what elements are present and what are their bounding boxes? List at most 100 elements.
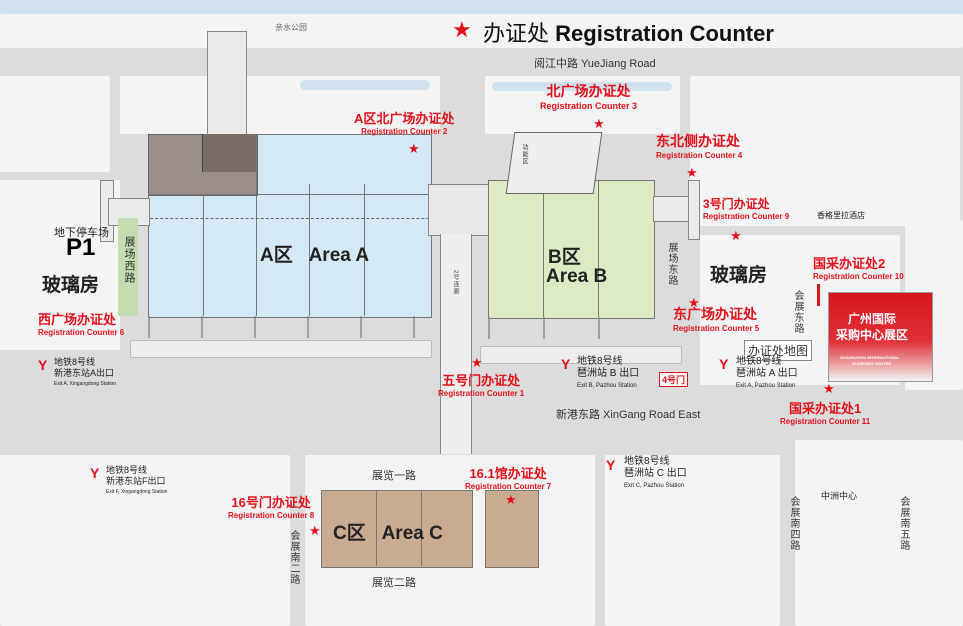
metro-pazhou-b-name: 琶洲站 B 出口 <box>577 368 640 379</box>
glasshouse-east: 玻璃房 <box>710 265 768 286</box>
counter-2-en: Registration Counter 2 <box>361 127 448 136</box>
area-a-roof-block-2 <box>202 134 257 172</box>
header-title-cn: 办证处 <box>483 21 550 46</box>
metro-pazhou-b: 地铁8号线 琶洲站 B 出口 Exit B, Pazhou Station <box>577 356 639 392</box>
huizhan-s5-road-label: 会展南五路 <box>898 496 909 551</box>
parking-label: 地下停车场 <box>54 227 109 239</box>
star-icon: ★ <box>309 523 321 538</box>
metro-xingangdong-f-en: Exit F, Xingangdong Station <box>106 489 168 495</box>
counter-5: 东广场办证处 Registration Counter 5 <box>673 304 759 333</box>
area-a-dash <box>110 218 540 219</box>
metro-icon: Y <box>606 457 616 473</box>
function-zone-label: 功能区 <box>521 144 527 165</box>
star-icon: ★ <box>688 295 700 310</box>
counter-1-cn: 五号门办证处 <box>442 373 521 388</box>
corridor-label: 2号连廊 <box>452 270 458 296</box>
south-strip-b <box>480 346 682 364</box>
counter-4-en: Registration Counter 4 <box>656 151 743 160</box>
star-icon: ★ <box>823 381 835 396</box>
area-a-divider-3 <box>309 184 310 316</box>
metro-pazhou-a-en: Exit A, Pazhou Station <box>736 383 796 389</box>
counter-2: A区北广场办证处 Registration Counter 2 <box>354 108 454 136</box>
hall-16-1-building <box>485 490 539 568</box>
park-label: 亲水公园 <box>275 23 307 32</box>
header-title-en: Registration Counter <box>555 21 774 46</box>
area-c-divider-2 <box>421 490 422 566</box>
area-a-divider-4 <box>364 184 365 316</box>
counter-4: 东北侧办证处 Registration Counter 4 <box>656 131 742 160</box>
metro-xingangdong-a-name: 新港东站A出口 <box>54 368 115 378</box>
ab-connector <box>428 184 492 236</box>
metro-pazhou-a-name: 琶洲站 A 出口 <box>736 368 798 379</box>
parking-code: P1 <box>66 234 96 261</box>
tower-building <box>207 31 247 138</box>
counter-6-cn: 西广场办证处 <box>38 312 117 327</box>
area-a-divider-2 <box>256 134 257 316</box>
area-a-cn: A区 <box>260 245 293 266</box>
star-icon: ★ <box>686 165 698 180</box>
gate-4-label: 4号门 <box>659 372 689 387</box>
pond-n-west <box>300 80 430 90</box>
star-icon: ★ <box>593 116 605 131</box>
star-icon: ★ <box>452 17 472 42</box>
area-a-hline <box>148 194 430 195</box>
metro-icon: Y <box>561 356 571 372</box>
exhibition-1st-road-label: 展览一路 <box>372 470 416 482</box>
counter-3: 北广场办证处 Registration Counter 3 <box>540 81 637 111</box>
block-sw <box>0 455 290 626</box>
area-b-label-en: Area B <box>546 266 608 287</box>
counter-3-cn: 北广场办证处 <box>546 83 631 99</box>
metro-pazhou-a: 地铁8号线 琶洲站 A 出口 Exit A, Pazhou Station <box>736 356 798 392</box>
counter-9-cn: 3号门办证处 <box>703 197 770 211</box>
counter-8-cn: 16号门办证处 <box>231 495 311 510</box>
counter-6: 西广场办证处 Registration Counter 6 <box>38 309 124 337</box>
area-b-label-cn: B区 <box>548 247 581 268</box>
metro-icon: Y <box>38 357 48 373</box>
star-icon: ★ <box>730 228 742 243</box>
area-a-pillars <box>148 316 430 338</box>
counter-10: 国采办证处2 Registration Counter 10 <box>813 253 904 281</box>
metro-icon: Y <box>719 356 729 372</box>
counter-10-en: Registration Counter 10 <box>813 272 904 281</box>
west-green-strip <box>118 218 138 316</box>
metro-xingangdong-f-line: 地铁8号线 <box>106 465 148 475</box>
counter-1-en: Registration Counter 1 <box>438 389 525 398</box>
block-nw <box>0 76 110 172</box>
block-se <box>605 455 780 626</box>
area-c-divider-1 <box>376 490 377 566</box>
metro-pazhou-c-line: 地铁8号线 <box>624 456 670 467</box>
metro-icon: Y <box>90 465 100 481</box>
gisc-line2: 采购中心展区 <box>836 328 909 342</box>
metro-pazhou-a-line: 地铁8号线 <box>736 356 782 367</box>
counter-11-cn: 国采办证处1 <box>789 401 862 416</box>
area-c-cn: C区 <box>333 523 366 544</box>
counter-4-cn: 东北侧办证处 <box>656 133 740 149</box>
counter-2-cn: A区北广场办证处 <box>354 111 455 126</box>
area-a-divider-1 <box>203 194 204 316</box>
metro-pazhou-b-en: Exit B, Pazhou Station <box>577 383 637 389</box>
huizhan-west-road-label: 展场西路 <box>123 236 135 284</box>
counter-1: 五号门办证处 Registration Counter 1 <box>438 370 524 398</box>
metro-xingangdong-a-en: Exit A, Xingangdong Station <box>54 381 116 387</box>
corridor-2 <box>440 234 472 454</box>
counter-5-en: Registration Counter 5 <box>673 324 760 333</box>
counter-9-en: Registration Counter 9 <box>703 212 790 221</box>
metro-xingangdong-a-line: 地铁8号线 <box>54 357 96 367</box>
area-c-label: C区 Area C <box>333 518 443 545</box>
gisc-en2: SOURCING CENTRE <box>852 361 892 366</box>
area-a-label: A区 Area A <box>260 240 369 267</box>
area-b-divider-1 <box>543 180 544 317</box>
pond-n-east <box>492 82 672 91</box>
xingang-road-label: 新港东路 XinGang Road East <box>556 409 701 421</box>
metro-pazhou-c-name: 琶洲站 C 出口 <box>624 468 687 479</box>
area-a-en: Area A <box>308 245 370 266</box>
map-tooltip: 办证处地图 <box>744 340 813 361</box>
counter-8-en: Registration Counter 8 <box>228 511 315 520</box>
huizhan-s2-road-label: 会展南二路 <box>288 530 299 585</box>
huizhan-e-road-label: 会展东路 <box>792 290 803 334</box>
area-b-divider-2 <box>598 180 599 317</box>
star-icon: ★ <box>471 355 483 370</box>
counter-7-cn: 16.1馆办证处 <box>469 466 547 481</box>
area-c-en: Area C <box>381 523 443 544</box>
